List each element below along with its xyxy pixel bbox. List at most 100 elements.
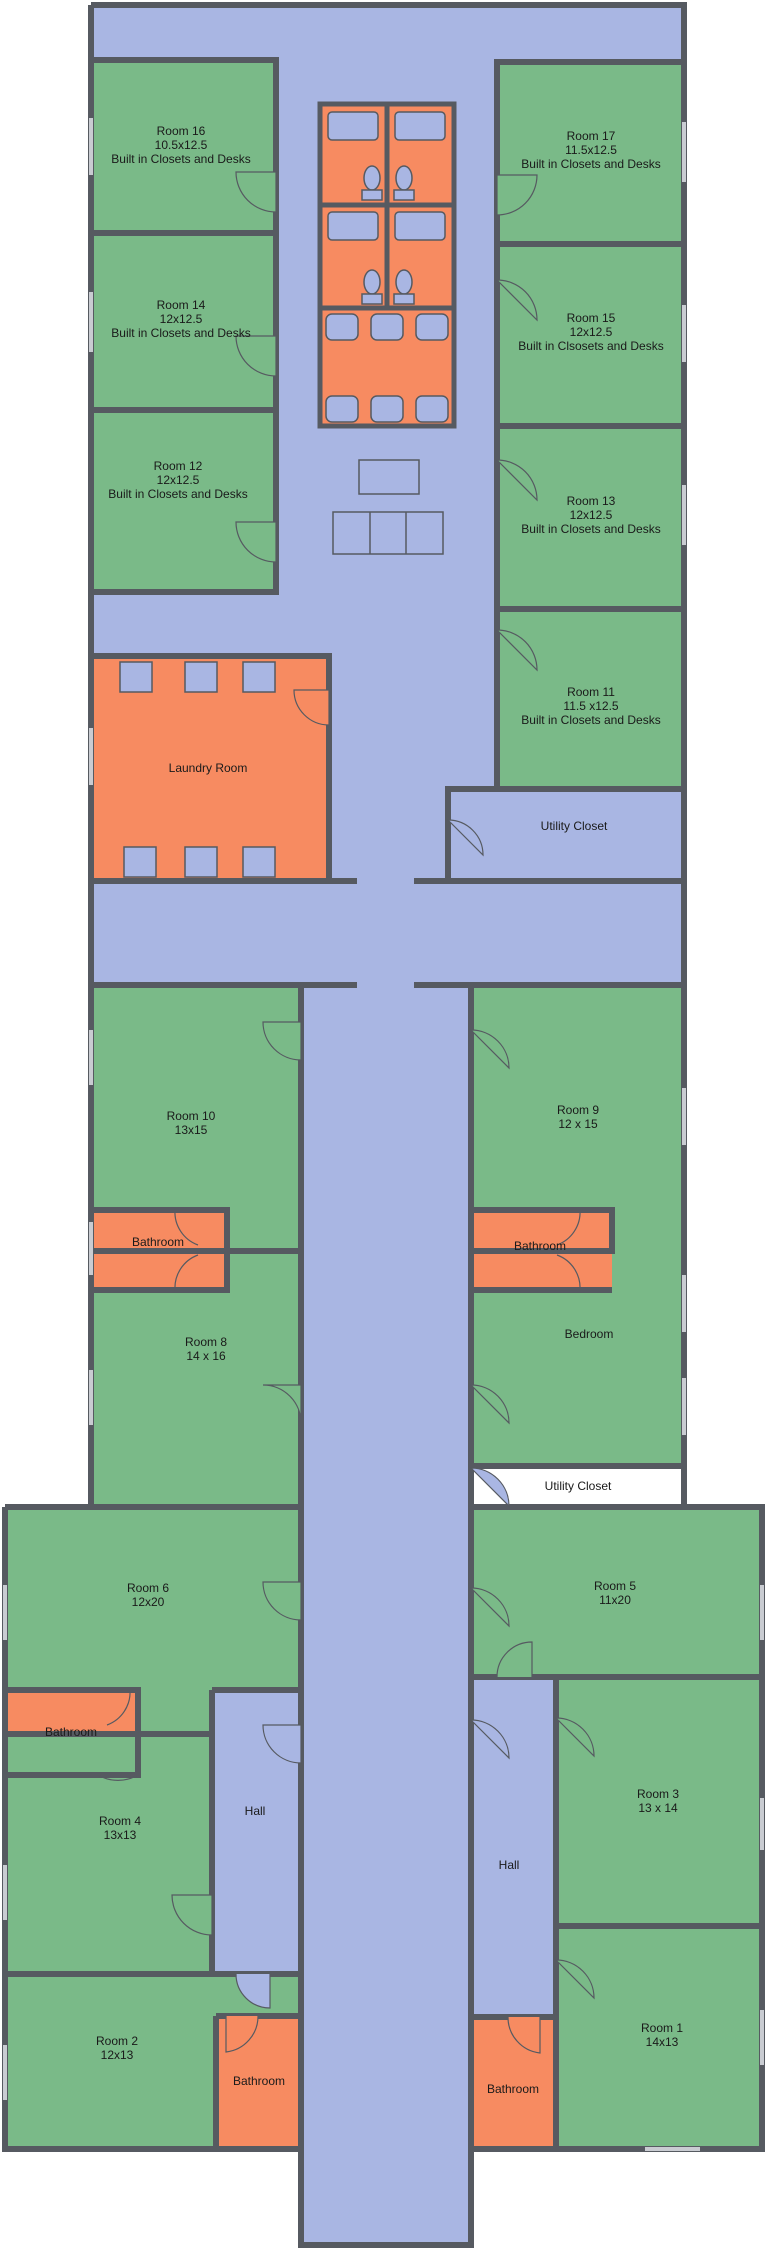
washer-icon	[184, 661, 218, 693]
door-room15	[495, 279, 538, 322]
door-room4	[171, 1894, 213, 1936]
sink-icon	[370, 395, 404, 423]
door-bath-left-lower-a	[95, 1689, 131, 1726]
room9-name: Room 9	[557, 1103, 599, 1117]
room10-name: Room 10	[167, 1109, 216, 1123]
room3-name: Room 3	[637, 1787, 679, 1801]
room8-size: 14 x 16	[186, 1349, 226, 1363]
sink-icon	[415, 395, 449, 423]
room16-floor	[91, 60, 276, 233]
door-bath-left-lower-b	[97, 1735, 139, 1781]
door-room6	[262, 1581, 302, 1621]
room4-name: Room 4	[99, 1814, 141, 1828]
washer-icon	[242, 661, 276, 693]
table-icon	[358, 459, 420, 495]
room13-size: 12x12.5	[570, 508, 613, 522]
dryer-icon	[123, 846, 157, 878]
sink-icon	[325, 395, 359, 423]
room11-size: 11.5 x12.5	[563, 699, 618, 713]
room14-note: Built in Closets and Desks	[111, 326, 250, 340]
room5-size: 11x20	[599, 1593, 631, 1607]
door-bath-right-upper-a	[545, 1209, 581, 1246]
door-room13	[495, 459, 538, 502]
door-hall-left	[262, 1724, 302, 1764]
door-bedroom	[469, 1384, 510, 1425]
room10-size: 13x15	[175, 1123, 208, 1137]
washer-icon	[119, 661, 153, 693]
room4-floor	[5, 1734, 212, 1974]
bath-left-bottom-name: Bathroom	[233, 2074, 285, 2088]
wall-restroom-block	[317, 101, 457, 429]
door-room12	[235, 521, 277, 563]
room17-note: Built in Closets and Desks	[521, 157, 660, 171]
room8-name: Room 8	[185, 1335, 227, 1349]
room16-size: 10.5x12.5	[155, 138, 208, 152]
bath-right-bottom-name: Bathroom	[487, 2082, 539, 2096]
room5-name: Room 5	[594, 1579, 636, 1593]
door-utility-lower	[469, 1467, 510, 1508]
dryer-icon	[184, 846, 218, 878]
door-utility-upper	[446, 819, 484, 857]
door-bath-left-upper-a	[174, 1209, 210, 1246]
room14-name: Room 14	[157, 298, 206, 312]
room17-floor	[497, 62, 684, 244]
room11-name: Room 11	[567, 685, 615, 699]
room1-floor	[556, 1926, 762, 2149]
door-hall-left-bottom	[235, 1973, 271, 2009]
windows	[3, 118, 764, 2151]
dryer-icon	[242, 846, 276, 878]
doors	[95, 171, 595, 2054]
hall-left-name: Hall	[245, 1804, 266, 1818]
toilet-icon	[361, 269, 383, 305]
door-room10	[262, 1021, 302, 1061]
wall-laundry	[91, 653, 357, 884]
bath-right-upper-name: Bathroom	[514, 1239, 566, 1253]
door-room17	[496, 174, 538, 216]
room9-size: 12 x 15	[558, 1117, 598, 1131]
door-room16	[235, 171, 277, 213]
wall-utility-upper	[414, 786, 684, 884]
tub-icon	[394, 111, 446, 141]
utility-upper-name: Utility Closet	[541, 819, 608, 833]
toilet-icon	[393, 269, 415, 305]
door-room9	[469, 1029, 510, 1070]
room12-name: Room 12	[154, 459, 203, 473]
main-corridor	[301, 985, 471, 2245]
room2-name: Room 2	[96, 2034, 138, 2048]
room15-size: 12x12.5	[570, 325, 613, 339]
door-room11	[495, 629, 538, 672]
hall-right-name: Hall	[499, 1858, 520, 1872]
door-bath-right-bottom	[507, 2016, 541, 2054]
door-room5	[469, 1587, 510, 1628]
door-bath-left-bottom	[225, 2015, 259, 2053]
door-laundry	[293, 689, 330, 726]
sink-icon	[325, 313, 359, 341]
room12-size: 12x12.5	[157, 473, 200, 487]
room6-name: Room 6	[127, 1581, 169, 1595]
room3-floor	[556, 1677, 762, 1926]
fixtures	[119, 111, 449, 878]
wall-right-rooms	[494, 59, 684, 792]
door-bath-right-upper-b	[545, 1254, 581, 1291]
room11-note: Built in Closets and Desks	[521, 713, 660, 727]
room16-note: Built in Closets and Desks	[111, 152, 250, 166]
room4-size: 13x13	[104, 1828, 137, 1842]
bath-left-upper-name: Bathroom	[132, 1235, 184, 1249]
bath-right-bottom-floor	[471, 2017, 556, 2149]
labels: Room 16 10.5x12.5 Built in Closets and D…	[45, 124, 683, 2096]
room9-floor	[471, 985, 684, 1251]
tub-icon	[394, 211, 446, 241]
room14-floor	[91, 233, 276, 410]
sink-icon	[415, 313, 449, 341]
door-room8	[262, 1384, 302, 1424]
room13-name: Room 13	[567, 494, 616, 508]
room15-floor	[497, 244, 684, 426]
toilet-icon	[361, 165, 383, 201]
tub-icon	[327, 211, 379, 241]
room3-size: 13 x 14	[638, 1801, 678, 1815]
door-room3	[554, 1717, 595, 1758]
room13-floor	[497, 426, 684, 609]
room1-size: 14x13	[646, 2035, 679, 2049]
door-hall-right	[469, 1719, 510, 1760]
